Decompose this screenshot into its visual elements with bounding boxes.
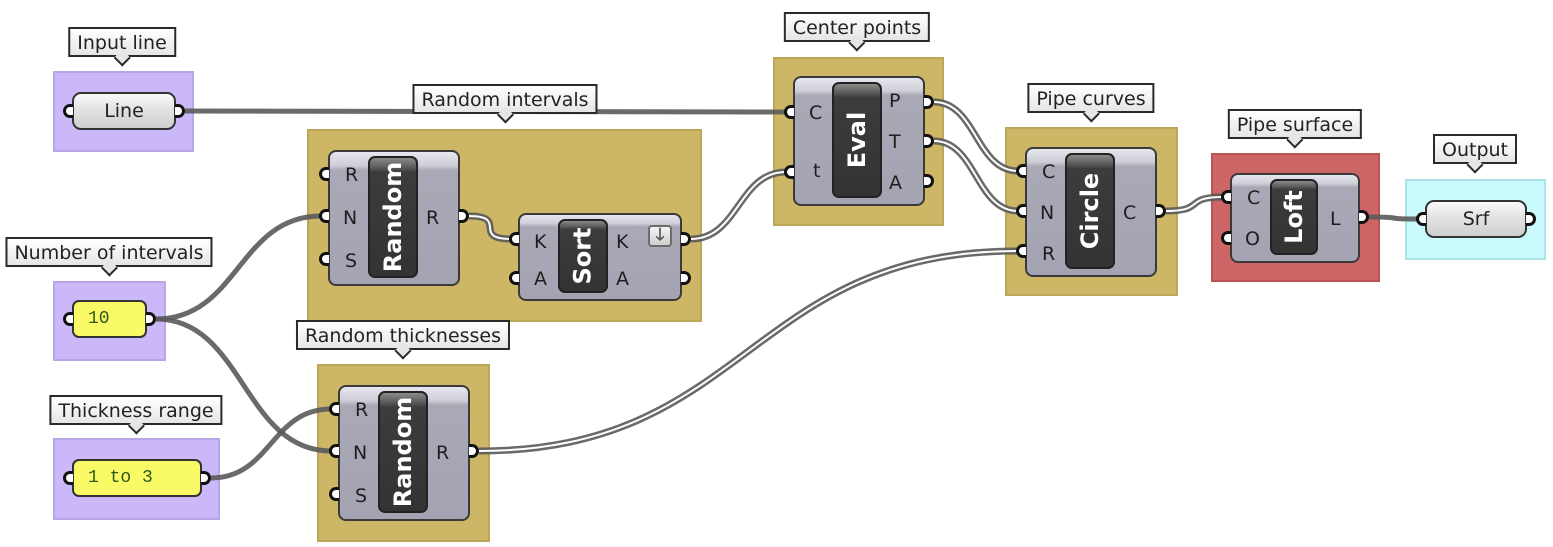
- output-K: K: [616, 231, 629, 253]
- output-A: A: [889, 172, 902, 194]
- random2-N-grip[interactable]: [329, 444, 339, 458]
- eval-t-grip[interactable]: [784, 165, 794, 179]
- eval-C-grip[interactable]: [784, 105, 794, 119]
- input-N: N: [353, 442, 368, 464]
- arrow-down-icon[interactable]: 🡓: [648, 225, 672, 247]
- loft-L-out-grip[interactable]: [1359, 210, 1369, 224]
- random2-R-out-grip[interactable]: [469, 444, 479, 458]
- output-R: R: [426, 207, 440, 229]
- thickness-output-grip[interactable]: [201, 471, 211, 485]
- label-center-points: Center points: [783, 12, 931, 42]
- circle-N-grip[interactable]: [1016, 204, 1026, 218]
- eval-A-out-grip[interactable]: [924, 174, 934, 188]
- sort-component[interactable]: K A Sort K A 🡓: [518, 213, 682, 301]
- output-P: P: [889, 90, 901, 112]
- random1-N-grip[interactable]: [319, 209, 329, 223]
- circle-R-grip[interactable]: [1016, 244, 1026, 258]
- line-output-grip[interactable]: [175, 104, 185, 118]
- label-pipe-curves: Pipe curves: [1027, 83, 1155, 113]
- output-R: R: [436, 442, 450, 464]
- eval-component[interactable]: C t Eval P T A: [793, 76, 925, 206]
- line-input-grip[interactable]: [63, 104, 73, 118]
- circle-C-out-grip[interactable]: [1156, 204, 1166, 218]
- intervals-panel[interactable]: 10: [72, 300, 147, 338]
- component-name: Loft: [1270, 179, 1318, 255]
- sort-K-grip[interactable]: [509, 232, 519, 246]
- srf-output-grip[interactable]: [1526, 212, 1536, 226]
- input-R: R: [345, 164, 359, 186]
- line-param-label: Line: [104, 100, 144, 122]
- component-name: Random: [368, 156, 418, 278]
- random-thicknesses-component[interactable]: R N S Random R: [338, 385, 470, 521]
- input-C: C: [1042, 161, 1056, 183]
- label-random-thicknesses: Random thicknesses: [295, 320, 511, 350]
- srf-param[interactable]: Srf: [1425, 200, 1527, 238]
- input-C: C: [809, 102, 823, 124]
- line-param[interactable]: Line: [72, 92, 176, 130]
- srf-input-grip[interactable]: [1416, 212, 1426, 226]
- output-T: T: [889, 131, 901, 153]
- label-input-line: Input line: [68, 27, 176, 57]
- component-name: Random: [378, 391, 428, 513]
- input-R: R: [355, 399, 369, 421]
- circle-C-grip[interactable]: [1016, 164, 1026, 178]
- sort-A-grip[interactable]: [509, 271, 519, 285]
- loft-O-grip[interactable]: [1221, 231, 1231, 245]
- input-S: S: [345, 250, 358, 272]
- random1-R-grip[interactable]: [319, 167, 329, 181]
- label-output: Output: [1433, 134, 1517, 164]
- random1-S-grip[interactable]: [319, 252, 329, 266]
- eval-P-out-grip[interactable]: [924, 95, 934, 109]
- thickness-panel-value: 1 to 3: [88, 468, 153, 488]
- random2-S-grip[interactable]: [329, 487, 339, 501]
- label-pipe-surface: Pipe surface: [1227, 109, 1363, 139]
- wire-thickness-out-to-random2-R[interactable]: [210, 406, 332, 481]
- input-R: R: [1042, 243, 1056, 265]
- input-t: t: [813, 160, 821, 182]
- label-random-intervals: Random intervals: [412, 84, 598, 114]
- input-S: S: [355, 485, 368, 507]
- label-thickness-range: Thickness range: [49, 395, 223, 425]
- component-name: Sort: [558, 219, 608, 293]
- intervals-output-grip[interactable]: [146, 312, 156, 326]
- component-name: Circle: [1065, 153, 1115, 269]
- loft-C-grip[interactable]: [1221, 190, 1231, 204]
- output-C: C: [1123, 202, 1137, 224]
- input-K: K: [534, 231, 547, 253]
- random-intervals-component[interactable]: R N S Random R: [328, 150, 460, 286]
- srf-param-label: Srf: [1462, 208, 1490, 230]
- circle-component[interactable]: C N R Circle C: [1025, 147, 1157, 277]
- intervals-input-grip[interactable]: [63, 312, 73, 326]
- label-number-of-intervals: Number of intervals: [5, 237, 213, 267]
- sort-K-out-grip[interactable]: [681, 232, 691, 246]
- eval-T-out-grip[interactable]: [924, 134, 934, 148]
- input-O: O: [1245, 228, 1260, 250]
- intervals-panel-value: 10: [88, 309, 110, 329]
- loft-component[interactable]: C O Loft L: [1230, 173, 1360, 263]
- thickness-panel[interactable]: 1 to 3: [72, 459, 202, 497]
- wire-sort-K-to-eval-t[interactable]: [690, 168, 787, 243]
- input-A: A: [534, 268, 547, 290]
- input-N: N: [1040, 202, 1055, 224]
- wire-intervals-out-to-random1-N[interactable]: [155, 213, 322, 322]
- random2-R-grip[interactable]: [329, 402, 339, 416]
- component-name: Eval: [832, 82, 882, 198]
- output-A: A: [616, 268, 629, 290]
- input-C: C: [1247, 187, 1261, 209]
- thickness-input-grip[interactable]: [63, 471, 73, 485]
- output-L: L: [1330, 208, 1341, 230]
- input-N: N: [343, 207, 358, 229]
- random1-R-out-grip[interactable]: [459, 209, 469, 223]
